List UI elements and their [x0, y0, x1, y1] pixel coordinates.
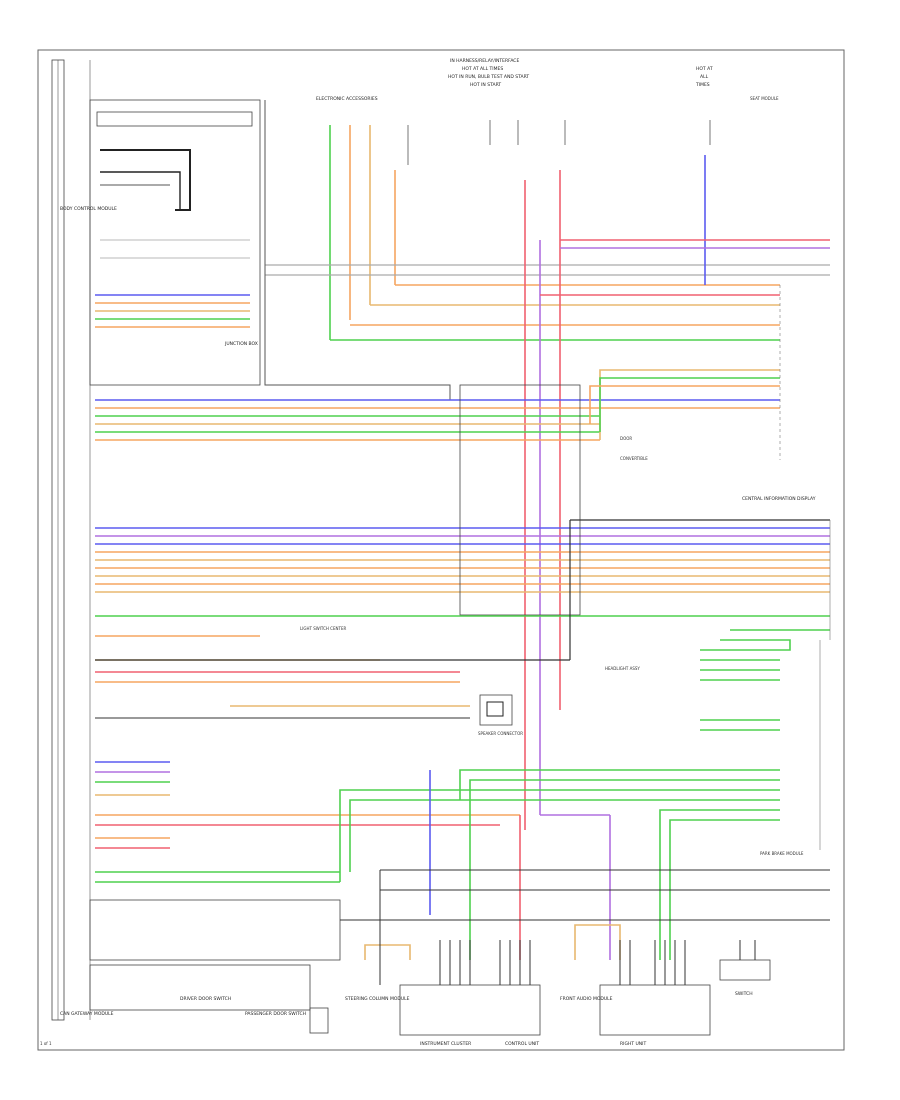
body-control-label: BODY CONTROL MODULE: [60, 206, 117, 212]
pass-switch-label: PASSENGER DOOR SWITCH: [245, 1011, 306, 1017]
header-line-1: IN HARNESS/RELAY/INTERFACE: [450, 58, 519, 64]
right-note2: SEAT MODULE: [750, 96, 779, 101]
left-low-note: SPEAKER CONNECTOR: [478, 731, 523, 736]
page-code: 1 of 1: [40, 1041, 52, 1046]
header-line-4: HOT IN START: [470, 82, 501, 88]
ctrl-unit-label: CONTROL UNIT: [505, 1041, 539, 1047]
steer-column-label: STEERING COLUMN MODULE: [345, 996, 410, 1002]
driver-switch-label: DRIVER DOOR SWITCH: [180, 996, 231, 1002]
electronics-label: ELECTRONIC ACCESSORIES: [316, 96, 378, 102]
right-unit-label: RIGHT UNIT: [620, 1041, 646, 1047]
rear-module-label: JUNCTION BOX: [224, 341, 258, 347]
central-connector-label: CENTRAL INFORMATION DISPLAY: [742, 496, 816, 502]
right-note: PARK BRAKE MODULE: [760, 851, 804, 856]
top-left-module: [89, 99, 261, 386]
top-right-line-3: TIMES: [695, 82, 710, 88]
center-note: HEADLIGHT ASSY: [605, 666, 640, 671]
header-line-2: HOT AT ALL TIMES: [462, 66, 503, 72]
top-right-line-2: ALL: [700, 74, 709, 80]
header-line-3: HOT IN RUN, BULB TEST AND START: [448, 74, 529, 80]
legend-door: DOOR: [620, 436, 632, 441]
diagram-border: [37, 49, 845, 1051]
left-module-label: CAN GATEWAY MODULE: [60, 1011, 114, 1017]
legend-convertible: CONVERTIBLE: [620, 456, 648, 461]
front-audio-label: FRONT AUDIO MODULE: [560, 996, 613, 1002]
instr-cluster-label: INSTRUMENT CLUSTER: [420, 1041, 471, 1047]
switch-label: SWITCH: [735, 991, 753, 997]
top-right-line-1: HOT AT: [696, 66, 713, 72]
left-mid-note: LIGHT SWITCH CENTER: [300, 626, 346, 631]
